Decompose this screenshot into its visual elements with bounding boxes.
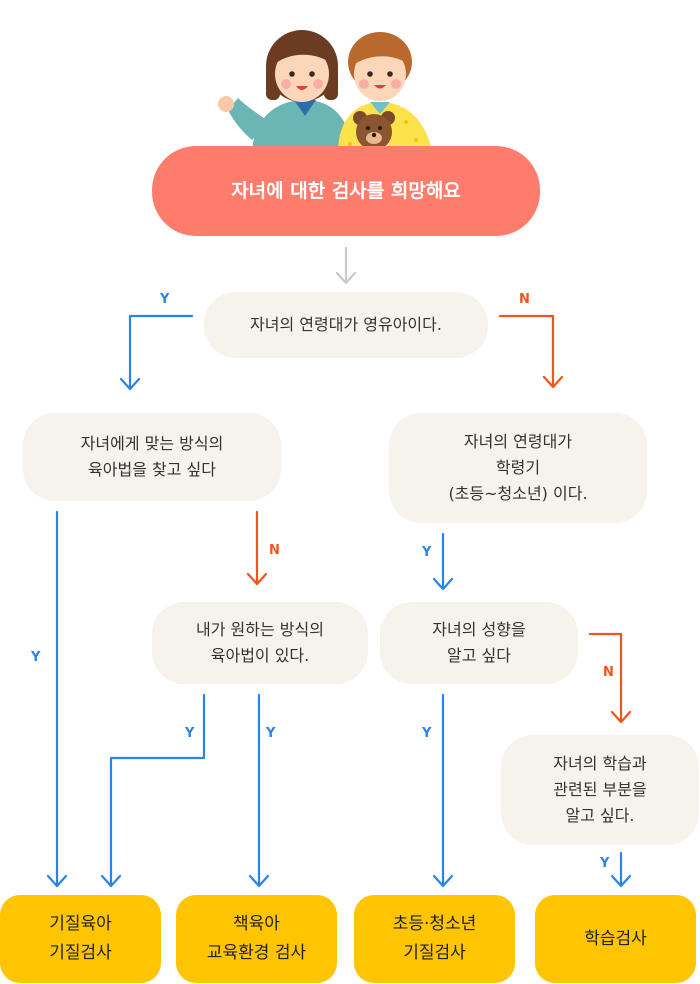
label-own-yes-right: Y: [266, 726, 276, 741]
result-book-parenting-text: 책육아 교육환경 검사: [206, 914, 307, 963]
label-find-no: N: [269, 543, 280, 558]
question-know-temper-text: 자녀의 성향을 알고 싶다: [432, 620, 526, 665]
label-find-yes: Y: [31, 650, 41, 665]
label-q1-no: N: [519, 292, 530, 307]
label-school-yes: Y: [422, 545, 432, 560]
question-own-method: 내가 원하는 방식의 육아법이 있다.: [152, 602, 368, 684]
question-infant-age: 자녀의 연령대가 영유아이다.: [204, 292, 488, 358]
start-text: 자녀에 대한 검사를 희망해요: [231, 180, 461, 202]
label-temper-yes: Y: [422, 726, 432, 741]
question-school-age-text: 자녀의 연령대가 학령기 (초등~청소년) 이다.: [448, 432, 588, 503]
arrow-q1-no: [498, 314, 555, 388]
result-learning-test-text: 학습검사: [584, 928, 647, 949]
question-school-age: 자녀의 연령대가 학령기 (초등~청소년) 이다.: [389, 413, 647, 523]
arrowhead-temper-yes: [432, 874, 454, 888]
question-know-temper: 자녀의 성향을 알고 싶다: [380, 602, 578, 684]
children-illustration: [218, 30, 432, 152]
girl-body: [252, 100, 352, 152]
label-temper-no: N: [603, 665, 614, 680]
label-own-yes-left: Y: [185, 726, 195, 741]
arrowhead-find-no: [246, 572, 268, 586]
result-school-temperament-text: 초등·청소년 기질검사: [392, 914, 477, 963]
arrowhead-start: [335, 271, 357, 285]
arrow-temper-no: [588, 632, 623, 723]
label-q1-yes: Y: [160, 292, 170, 307]
result-learning-test: 학습검사: [535, 895, 696, 983]
start-box: 자녀에 대한 검사를 희망해요: [152, 146, 540, 236]
arrowhead-q1-no: [542, 375, 564, 389]
question-learning: 자녀의 학습과 관련된 부분을 알고 싶다.: [501, 735, 699, 845]
arrow-own-yes-left: [109, 693, 206, 887]
arrowhead-own-yes-left: [100, 874, 122, 888]
result-temperament: 기질육아 기질검사: [0, 895, 161, 983]
result-school-temperament: 초등·청소년 기질검사: [354, 895, 515, 983]
result-temperament-text: 기질육아 기질검사: [49, 914, 112, 963]
teddy-bear-icon: [353, 111, 395, 150]
question-find-method-text: 자녀에게 맞는 방식의 육아법을 찾고 싶다: [80, 434, 224, 479]
result-book-parenting: 책육아 교육환경 검사: [176, 895, 337, 983]
arrowhead-learning-yes: [610, 874, 632, 888]
arrowhead-find-yes: [46, 874, 68, 888]
question-infant-age-text: 자녀의 연령대가 영유아이다.: [250, 315, 442, 334]
question-learning-text: 자녀의 학습과 관련된 부분을 알고 싶다.: [553, 754, 647, 825]
arrow-q1-yes: [128, 314, 194, 390]
arrowhead-q1-yes: [119, 377, 141, 391]
arrowhead-school-yes: [432, 577, 454, 591]
girl-hand: [218, 96, 234, 112]
arrowhead-own-yes-right: [248, 874, 270, 888]
arrowhead-temper-no: [610, 710, 632, 724]
label-learning-yes: Y: [600, 856, 610, 871]
question-own-method-text: 내가 원하는 방식의 육아법이 있다.: [196, 620, 324, 665]
question-find-method: 자녀에게 맞는 방식의 육아법을 찾고 싶다: [23, 413, 281, 501]
